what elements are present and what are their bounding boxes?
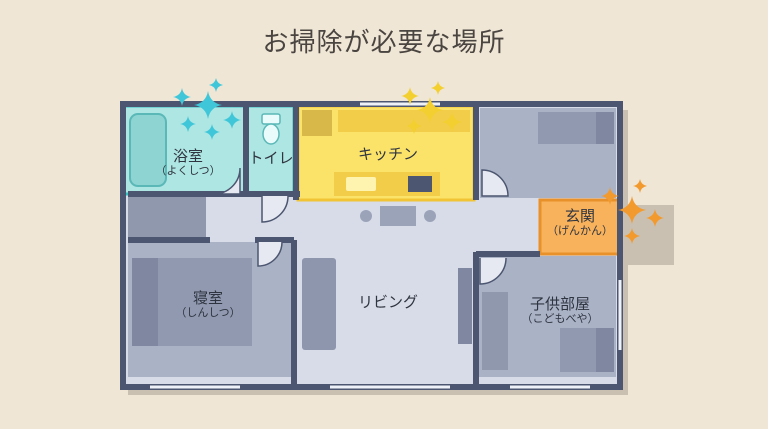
fridge [302,110,332,136]
page-title: お掃除が必要な場所 [262,28,506,58]
stove [408,176,432,192]
closet [128,196,206,240]
sofa [302,258,336,350]
room-label-kitchen: キッチン [340,145,436,163]
room-name: 浴室 [172,147,203,165]
toilet-bowl [262,123,280,145]
dining-chair [360,210,372,222]
room-label-entrance: 玄関 （げんかん） [538,207,622,238]
sink [346,177,376,191]
bed-headboard [596,112,614,144]
room-name: キッチン [357,145,418,163]
room-reading: （しんしつ） [175,306,241,320]
tv-stand [458,268,472,344]
room-label-living: リビング [340,293,436,311]
room-reading: （こどもべや） [521,312,599,326]
doors [213,167,509,285]
entrance-highlight [538,198,622,256]
room-reading: （げんかん） [547,224,613,238]
room-name: トイレ [248,149,294,167]
room-name: 玄関 [564,207,595,225]
room-label-bath: 浴室 （よくしつ） [150,147,226,178]
room-label-toilet: トイレ [246,149,296,167]
room-name: 寝室 [192,289,223,307]
kitchen-counter-back [338,110,470,132]
dining-table [380,206,416,226]
dining-chair [424,210,436,222]
room-name: リビング [357,293,418,311]
room-reading: （よくしつ） [155,164,221,178]
toilet-tank [261,113,281,125]
room-name: 子供部屋 [529,295,590,313]
room-label-kids: 子供部屋 （こどもべや） [512,295,608,326]
room-label-bedroom: 寝室 （しんしつ） [168,289,248,320]
bed-headboard [132,258,158,346]
kids-closet [482,292,508,370]
windows [150,102,622,389]
kids-bed-headboard [596,328,614,372]
bathtub [129,113,167,187]
